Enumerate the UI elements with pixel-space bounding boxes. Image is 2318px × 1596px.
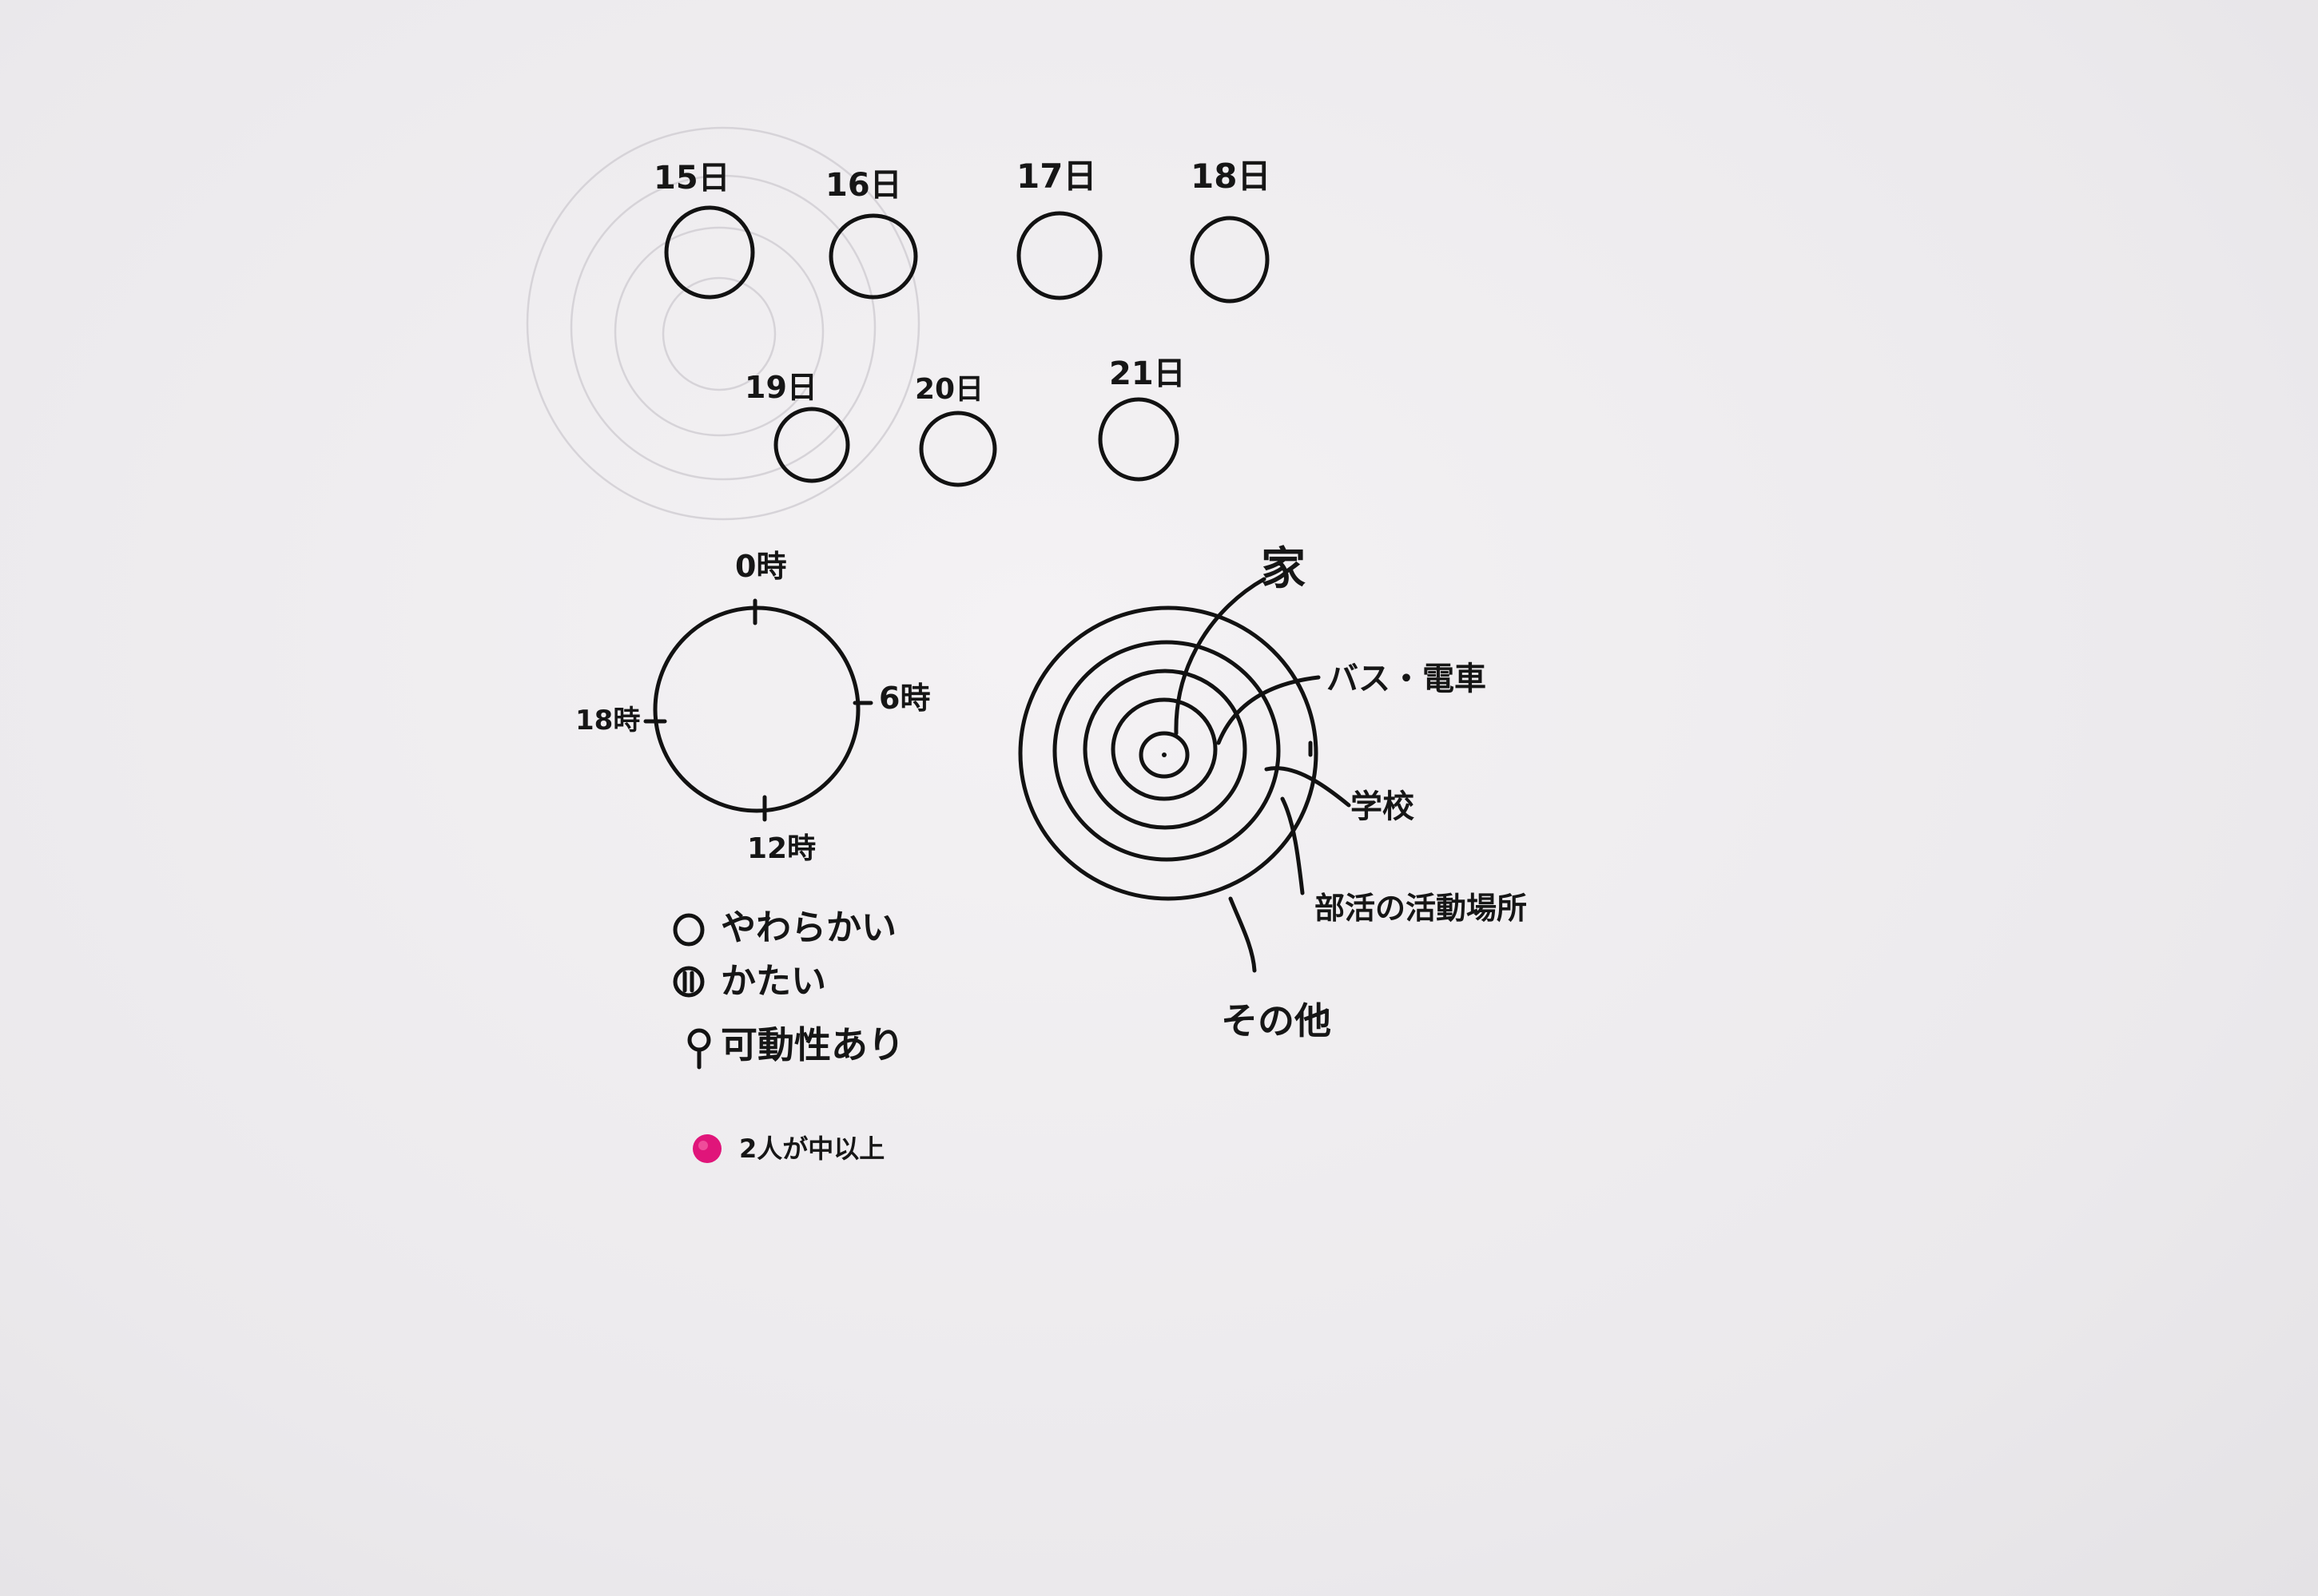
clock-diagram: [643, 598, 873, 822]
day-circle-20: [919, 411, 997, 487]
pink-dot-icon: [693, 1134, 722, 1163]
clock-label-top: 0時: [735, 549, 787, 584]
rings-diagram: [1018, 577, 1351, 973]
day-label-17: 17日: [1016, 157, 1097, 196]
movable-symbol-icon: [687, 1028, 711, 1070]
clock-label-right: 6時: [879, 681, 931, 716]
legend-label-movable: 可動性あり: [721, 1023, 905, 1066]
hard-symbol-icon: [673, 966, 705, 998]
ring-label-club: 部活の活動場所: [1314, 891, 1528, 926]
day-label-21: 21日: [1109, 355, 1186, 392]
day-circle-21: [1098, 397, 1179, 482]
ring-label-home: 家: [1261, 543, 1306, 595]
legend-label-soft: やわらかい: [721, 907, 897, 948]
legend-label-pink: 2人が中以上: [739, 1133, 885, 1164]
day-label-20: 20日: [915, 373, 984, 406]
day-circles: [664, 205, 1270, 487]
day-circle-15: [664, 205, 755, 300]
clock-label-left: 18時: [575, 705, 641, 736]
day-label-19: 19日: [745, 370, 817, 405]
ring-label-school: 学校: [1350, 788, 1414, 825]
day-label-18: 18日: [1191, 157, 1271, 196]
ring-label-other: その他: [1221, 999, 1331, 1042]
soft-symbol-icon: [673, 913, 705, 947]
day-circle-19: [773, 407, 850, 483]
clock-label-bottom: 12時: [747, 832, 817, 865]
day-circle-18: [1190, 216, 1270, 304]
day-circle-17: [1016, 211, 1103, 300]
day-label-15: 15日: [654, 160, 730, 197]
ghost-circles: [526, 126, 920, 521]
day-label-16: 16日: [825, 167, 902, 204]
legend-label-hard: かたい: [721, 961, 826, 1002]
legend-symbols: [673, 913, 722, 1163]
day-circle-16: [829, 213, 918, 300]
ring-label-bus: バス・電車: [1326, 661, 1486, 697]
